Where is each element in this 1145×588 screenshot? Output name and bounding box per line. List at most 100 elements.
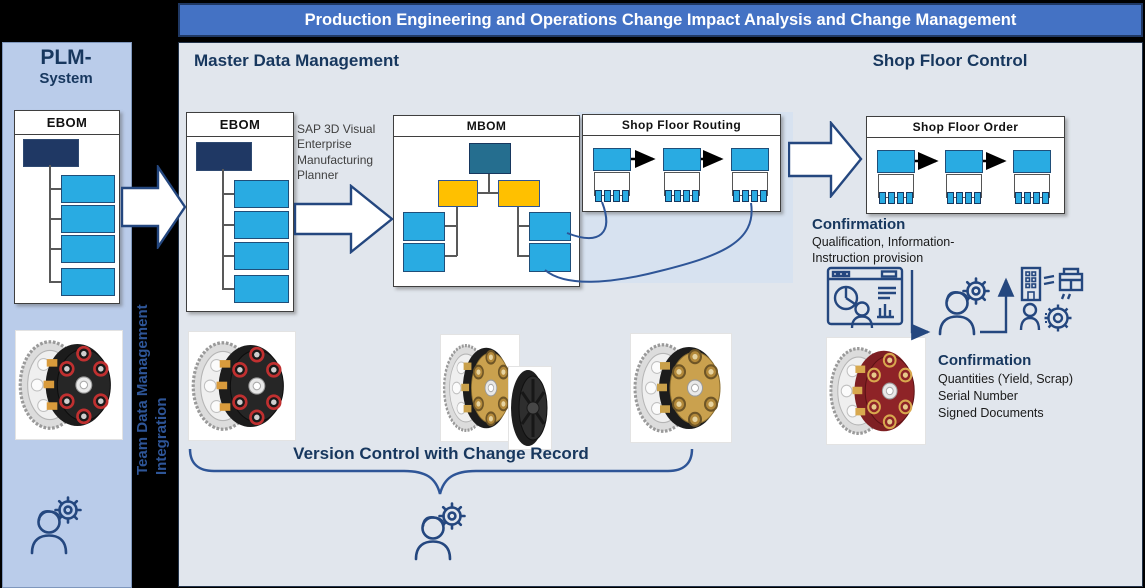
tree-connector bbox=[49, 188, 61, 190]
bom-child-node bbox=[61, 268, 115, 296]
ebom-to-mbom-arrow bbox=[294, 184, 394, 254]
ebom-box-plm-header: EBOM bbox=[15, 111, 119, 135]
tree-connector bbox=[488, 172, 490, 192]
order-operation bbox=[945, 150, 984, 204]
mbom-part-node bbox=[529, 212, 571, 241]
tree-connector bbox=[443, 225, 457, 227]
clutch-assembly-image bbox=[188, 331, 296, 441]
confirmation-bottom-line3: Signed Documents bbox=[938, 406, 1044, 420]
operation-box bbox=[663, 148, 701, 171]
order-operation bbox=[877, 150, 916, 204]
sap-tool-line: Planner bbox=[297, 168, 339, 183]
ebom-box-mdm: EBOM bbox=[186, 112, 294, 312]
clutch-gold-image bbox=[631, 334, 731, 442]
mbom-box: MBOM bbox=[393, 115, 580, 287]
operation-box bbox=[945, 150, 983, 173]
tree-connector bbox=[475, 192, 517, 194]
tree-connector bbox=[49, 218, 61, 220]
operation-box bbox=[593, 148, 631, 171]
tree-connector bbox=[49, 165, 51, 281]
operation-component bbox=[956, 192, 963, 204]
tree-connector bbox=[222, 169, 224, 288]
title-bar-text: Production Engineering and Operations Ch… bbox=[304, 11, 1017, 29]
routing-to-order-arrow bbox=[788, 121, 863, 198]
bom-child-node bbox=[234, 242, 289, 270]
tree-connector bbox=[517, 225, 529, 227]
tree-connector bbox=[517, 205, 519, 256]
master-data-management-heading: Master Data Management bbox=[194, 51, 400, 70]
operation-component bbox=[733, 190, 740, 202]
ebom-box-mdm-header: EBOM bbox=[187, 113, 293, 137]
mbom-box-header: MBOM bbox=[394, 116, 579, 137]
title-bar: Production Engineering and Operations Ch… bbox=[178, 3, 1143, 37]
confirmation-top-title: Confirmation bbox=[812, 216, 906, 233]
clutch-assembly-image bbox=[826, 337, 926, 445]
mbom-part-node bbox=[403, 212, 445, 241]
bom-child-node bbox=[234, 180, 289, 208]
cover-plate-image bbox=[509, 367, 551, 449]
mbom-part-node bbox=[403, 243, 445, 272]
bom-child-node bbox=[61, 235, 115, 263]
operation-box bbox=[731, 148, 769, 171]
clutch-black-image bbox=[189, 332, 295, 440]
routing-operation bbox=[731, 148, 770, 202]
worker-gear-icon bbox=[936, 276, 992, 338]
version-control-label: Version Control with Change Record bbox=[293, 444, 589, 463]
operation-component bbox=[888, 192, 895, 204]
operation-component bbox=[665, 190, 672, 202]
confirmation-bottom-line1: Quantities (Yield, Scrap) bbox=[938, 372, 1074, 386]
sap-tool-line: Enterprise bbox=[297, 137, 352, 152]
bom-child-node bbox=[234, 275, 289, 303]
operation-component bbox=[595, 190, 602, 202]
bom-root-node bbox=[196, 142, 252, 171]
production-logistics-icon bbox=[1018, 266, 1104, 332]
bom-child-node bbox=[234, 211, 289, 239]
operation-component bbox=[751, 190, 758, 202]
operation-component bbox=[613, 190, 620, 202]
shop-floor-routing-box: Shop Floor Routing bbox=[582, 114, 781, 212]
shop-floor-control-heading: Shop Floor Control bbox=[872, 51, 1028, 70]
ebom-box-plm: EBOM bbox=[14, 110, 120, 304]
clutch-red-image bbox=[827, 338, 925, 444]
operation-component bbox=[897, 192, 904, 204]
operation-component bbox=[742, 190, 749, 202]
clutch-assembly-image bbox=[15, 330, 123, 440]
tree-connector bbox=[456, 205, 458, 256]
shop-floor-order-header: Shop Floor Order bbox=[867, 117, 1064, 138]
operation-component bbox=[1024, 192, 1031, 204]
operation-component bbox=[622, 190, 629, 202]
tree-connector bbox=[222, 255, 234, 257]
clutch-black-image bbox=[16, 331, 122, 439]
bom-child-node bbox=[61, 175, 115, 203]
operation-component bbox=[674, 190, 681, 202]
tree-connector bbox=[222, 224, 234, 226]
order-operation bbox=[1013, 150, 1052, 204]
tree-connector bbox=[49, 281, 61, 283]
engineer-gear-icon bbox=[28, 494, 84, 558]
bom-root-node bbox=[23, 139, 79, 167]
operation-component bbox=[1015, 192, 1022, 204]
plm-panel-subtitle: System bbox=[39, 70, 93, 87]
tree-connector bbox=[49, 248, 61, 250]
operation-box bbox=[877, 150, 915, 173]
operation-box bbox=[1013, 150, 1051, 173]
confirmation-bottom-title: Confirmation bbox=[938, 352, 1032, 369]
operation-component bbox=[1033, 192, 1040, 204]
confirmation-top-line1: Qualification, Information- bbox=[812, 235, 955, 249]
mbom-part-node bbox=[529, 243, 571, 272]
operation-component bbox=[692, 190, 699, 202]
engineer-gear-icon bbox=[412, 500, 468, 564]
operation-component bbox=[604, 190, 611, 202]
confirmation-top-line2: Instruction provision bbox=[812, 251, 924, 265]
clutch-assembly-image bbox=[630, 333, 732, 443]
tree-connector bbox=[517, 255, 529, 257]
sap-tool-line: SAP 3D Visual bbox=[297, 122, 376, 136]
mbom-assembly-node bbox=[498, 180, 540, 207]
bom-child-node bbox=[61, 205, 115, 233]
operation-component bbox=[760, 190, 767, 202]
operation-component bbox=[906, 192, 913, 204]
operation-component bbox=[947, 192, 954, 204]
operation-component bbox=[974, 192, 981, 204]
routing-operation bbox=[663, 148, 702, 202]
